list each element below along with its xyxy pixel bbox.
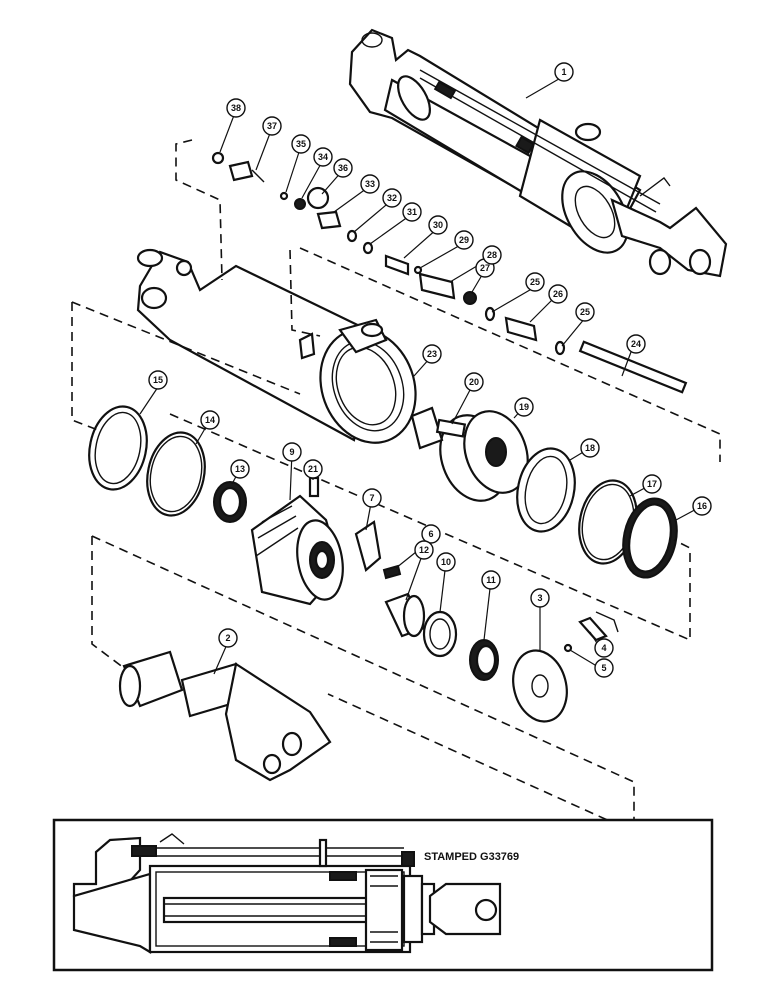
roll-pin-24 bbox=[578, 340, 688, 394]
callout-label: 29 bbox=[459, 235, 469, 245]
group-boundary-top bbox=[71, 301, 301, 395]
group-boundary-left bbox=[71, 302, 99, 431]
callout-label: 37 bbox=[267, 121, 277, 131]
callout-label: 33 bbox=[365, 179, 375, 189]
group-boundary-valve-parts bbox=[289, 249, 321, 337]
cylinder-head-9 bbox=[250, 494, 344, 606]
ball-29 bbox=[413, 265, 423, 275]
snap-ring-25-b bbox=[554, 340, 566, 356]
valve-sleeve-28 bbox=[418, 272, 456, 300]
callout-label: 2 bbox=[225, 633, 230, 643]
lock-plate-7 bbox=[354, 520, 382, 572]
callout-label: 25 bbox=[580, 307, 590, 317]
callout-label: 12 bbox=[419, 545, 429, 555]
washer-31 bbox=[362, 241, 374, 255]
callout-label: 16 bbox=[697, 501, 707, 511]
callout-label: 1 bbox=[561, 67, 566, 77]
callout-label: 11 bbox=[486, 575, 496, 585]
callout-label: 30 bbox=[433, 220, 443, 230]
wear-ring-18 bbox=[516, 447, 576, 533]
callout-label: 21 bbox=[308, 464, 318, 474]
o-ring-15 bbox=[88, 405, 148, 491]
washer-35 bbox=[279, 191, 289, 201]
callout-label: 14 bbox=[205, 415, 215, 425]
callout-label: 17 bbox=[647, 479, 657, 489]
group-boundary-rod-right bbox=[91, 535, 635, 834]
callout-label: 26 bbox=[553, 289, 563, 299]
piston-rod bbox=[118, 650, 332, 782]
callout-label: 28 bbox=[487, 250, 497, 260]
plug-33 bbox=[316, 210, 342, 230]
callout-label: 36 bbox=[338, 163, 348, 173]
piston-bolt-20 bbox=[410, 406, 467, 450]
ring-32 bbox=[346, 229, 358, 243]
callout-label: 4 bbox=[601, 643, 606, 653]
o-ring-27 bbox=[463, 291, 477, 305]
screw-6 bbox=[382, 564, 402, 580]
fitting-37 bbox=[228, 160, 254, 182]
group-boundary-valve bbox=[175, 139, 223, 281]
callout-label: 5 bbox=[601, 663, 606, 673]
callout-label: 19 bbox=[519, 402, 529, 412]
gland-nut-3 bbox=[512, 649, 568, 723]
callout-label: 15 bbox=[153, 375, 163, 385]
callout-label: 9 bbox=[289, 447, 294, 457]
o-ring-38 bbox=[211, 151, 225, 165]
callout-label: 7 bbox=[369, 493, 374, 503]
callout-label: 32 bbox=[387, 193, 397, 203]
callout-label: 20 bbox=[469, 377, 479, 387]
callout-label: 6 bbox=[428, 529, 433, 539]
screw-21 bbox=[308, 476, 320, 498]
piston-19 bbox=[439, 410, 529, 502]
callout-bubbles: 1 2 3 4 5 6 7 9 10 11 12 13 14 15 16 17 … bbox=[148, 62, 712, 678]
o-ring-34 bbox=[294, 198, 306, 210]
callout-label: 34 bbox=[318, 152, 328, 162]
spring-30 bbox=[384, 254, 410, 276]
cylinder-barrel bbox=[136, 248, 417, 444]
callout-label: 23 bbox=[427, 349, 437, 359]
callout-label: 38 bbox=[231, 103, 241, 113]
callout-label: 3 bbox=[537, 593, 542, 603]
group-boundary-middle bbox=[169, 413, 691, 642]
group-boundary-valve-right bbox=[299, 247, 721, 462]
callout-label: 27 bbox=[480, 263, 490, 273]
group-boundary-rod-left bbox=[91, 536, 125, 669]
cross-section-inset: STAMPED G33769 bbox=[52, 818, 714, 972]
snap-ring-25-a bbox=[484, 306, 496, 322]
callout-label: 31 bbox=[407, 207, 417, 217]
spring-26 bbox=[504, 316, 538, 342]
callout-label: 35 bbox=[296, 139, 306, 149]
ball-5 bbox=[563, 643, 573, 653]
callout-label: 24 bbox=[631, 339, 641, 349]
callout-label: 10 bbox=[441, 557, 451, 567]
backup-ring-14 bbox=[146, 431, 206, 517]
assembled-cylinder bbox=[348, 28, 728, 278]
callout-label: 25 bbox=[530, 277, 540, 287]
inset-stamp-label: STAMPED G33769 bbox=[424, 851, 519, 863]
callout-label: 18 bbox=[585, 443, 595, 453]
callout-label: 13 bbox=[235, 464, 245, 474]
